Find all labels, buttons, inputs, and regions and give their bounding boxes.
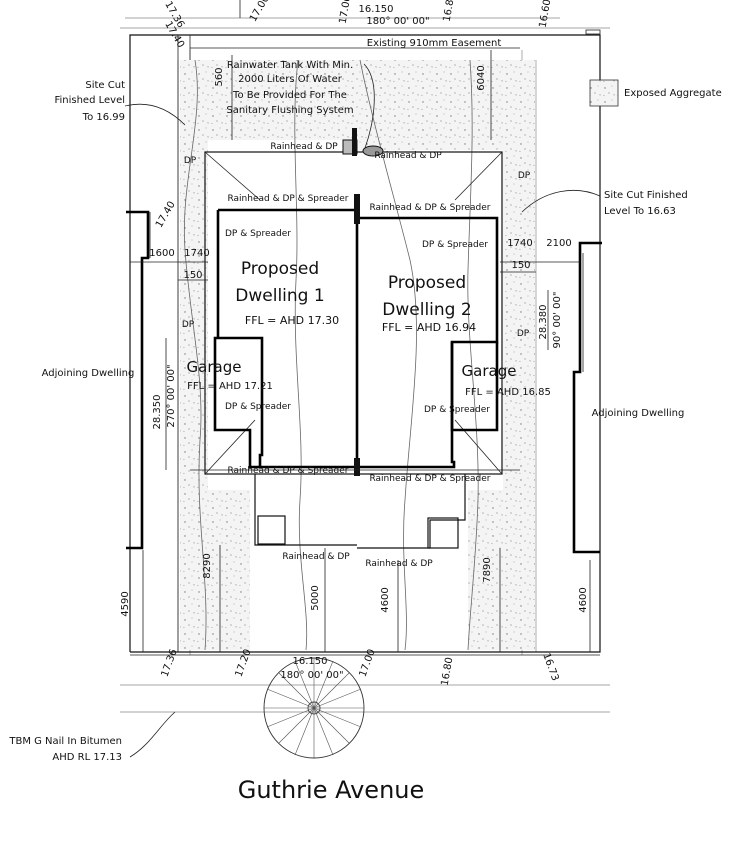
svg-text:16.60: 16.60 [538, 0, 554, 29]
svg-text:To 16.99: To 16.99 [82, 112, 125, 123]
dwelling-1-label-line2: Dwelling 1 [235, 286, 324, 306]
svg-text:To Be Provided For The: To Be Provided For The [232, 90, 347, 101]
svg-text:1600: 1600 [149, 248, 174, 259]
svg-text:17.00: 17.00 [338, 0, 354, 25]
adjoining-dwelling-left-outline [126, 210, 151, 550]
garage-2-ffl: FFL = AHD 16.85 [465, 387, 551, 398]
svg-text:DP: DP [518, 171, 531, 181]
svg-text:Rainhead & DP & Spreader: Rainhead & DP & Spreader [369, 474, 490, 484]
dwelling-2-walls [357, 216, 499, 469]
top-boundary-bearing: 180° 00' 00" [366, 16, 429, 27]
garage-2-label: Garage [462, 362, 517, 380]
svg-text:Rainhead & DP: Rainhead & DP [374, 151, 442, 161]
bottom-boundary-length: 16.150 [293, 656, 328, 667]
svg-text:Level To 16.63: Level To 16.63 [604, 206, 676, 217]
svg-text:1740: 1740 [184, 248, 209, 259]
svg-text:5000: 5000 [310, 585, 321, 610]
svg-text:17.40: 17.40 [154, 200, 178, 230]
svg-text:Rainhead & DP & Spreader: Rainhead & DP & Spreader [227, 194, 348, 204]
drainage-labels: Rainhead & DP Rainhead & DP Rainhead & D… [182, 142, 531, 569]
adjoining-dwelling-right-label: Adjoining Dwelling [592, 408, 685, 419]
svg-text:DP: DP [182, 320, 195, 330]
svg-text:17.36: 17.36 [160, 648, 180, 679]
street-name-title: Guthrie Avenue [238, 776, 425, 804]
svg-text:Rainwater Tank With Min.: Rainwater Tank With Min. [227, 60, 353, 71]
svg-text:16.80: 16.80 [440, 657, 456, 687]
svg-text:16.80: 16.80 [442, 0, 458, 23]
rainwater-tanks [342, 128, 384, 157]
legend-swatch [589, 79, 619, 107]
svg-text:150: 150 [511, 260, 530, 271]
svg-text:Rainhead & DP & Spreader: Rainhead & DP & Spreader [369, 203, 490, 213]
svg-text:16.73: 16.73 [540, 652, 560, 683]
svg-text:1740: 1740 [507, 238, 532, 249]
easement-label: Existing 910mm Easement [367, 38, 502, 49]
legend-label: Exposed Aggregate [624, 88, 722, 99]
svg-text:Rainhead & DP: Rainhead & DP [282, 552, 350, 562]
dwelling-2-label-line2: Dwelling 2 [382, 300, 471, 320]
street-tree-icon [263, 657, 365, 759]
svg-text:2000 Liters Of Water: 2000 Liters Of Water [238, 74, 343, 85]
svg-text:7890: 7890 [482, 557, 493, 582]
svg-text:17.00: 17.00 [248, 0, 272, 24]
svg-text:DP & Spreader: DP & Spreader [424, 405, 490, 415]
svg-text:AHD RL 17.13: AHD RL 17.13 [52, 752, 122, 763]
party-wall [354, 194, 360, 476]
dimension-values: 560 6040 1600 1740 150 1740 2100 150 829… [120, 65, 589, 616]
svg-text:2100: 2100 [546, 238, 571, 249]
svg-text:17.20: 17.20 [234, 648, 254, 679]
adjoining-dwelling-left-label: Adjoining Dwelling [42, 368, 135, 379]
svg-text:4600: 4600 [380, 587, 391, 612]
svg-text:Site Cut: Site Cut [85, 80, 125, 91]
dwelling-1-walls [213, 208, 359, 469]
svg-text:DP & Spreader: DP & Spreader [225, 402, 291, 412]
site-cut-left-note: Site Cut Finished Level To 16.99 [54, 80, 125, 123]
left-boundary-length: 28.350 [152, 395, 163, 430]
right-boundary-length: 28.380 [538, 305, 549, 340]
right-boundary-bearing: 90° 00' 00" [552, 292, 563, 349]
bottom-boundary-bearing: 180° 00' 00" [280, 670, 343, 681]
garage-1-ffl: FFL = AHD 17.21 [187, 381, 273, 392]
dwelling-2-label-line1: Proposed [388, 273, 466, 293]
svg-text:Rainhead & DP: Rainhead & DP [270, 142, 338, 152]
svg-text:6040: 6040 [476, 65, 487, 90]
svg-text:DP & Spreader: DP & Spreader [422, 240, 488, 250]
adjoining-dwelling-right-outline [572, 241, 602, 554]
svg-text:Site Cut Finished: Site Cut Finished [604, 190, 688, 201]
rainwater-note: Rainwater Tank With Min. 2000 Liters Of … [226, 60, 353, 116]
svg-text:Finished Level: Finished Level [54, 95, 125, 106]
contour-lines [183, 59, 479, 651]
dimension-lines [130, 50, 591, 652]
svg-text:TBM G Nail In Bitumen: TBM G Nail In Bitumen [8, 736, 122, 747]
driveway-lines [190, 469, 520, 549]
dwelling-1-label-line1: Proposed [241, 259, 319, 279]
svg-text:DP: DP [517, 329, 530, 339]
dwelling-1-ffl: FFL = AHD 17.30 [245, 314, 339, 327]
svg-text:8290: 8290 [202, 553, 213, 578]
svg-text:4590: 4590 [120, 591, 131, 616]
svg-text:DP & Spreader: DP & Spreader [225, 229, 291, 239]
svg-text:560: 560 [214, 67, 225, 86]
svg-text:DP: DP [184, 156, 197, 166]
svg-text:Rainhead & DP & Spreader: Rainhead & DP & Spreader [227, 466, 348, 476]
spot-levels: 17.36 17.40 17.00 17.00 16.80 16.60 17.4… [154, 0, 561, 687]
dwelling-2-ffl: FFL = AHD 16.94 [382, 321, 476, 334]
garage-1-label: Garage [187, 358, 242, 376]
tbm-note: TBM G Nail In Bitumen AHD RL 17.13 [8, 736, 122, 763]
svg-text:150: 150 [183, 270, 202, 281]
svg-text:Sanitary Flushing System: Sanitary Flushing System [226, 105, 353, 116]
site-cut-right-note: Site Cut Finished Level To 16.63 [604, 190, 688, 217]
left-boundary-bearing: 270° 00' 00" [166, 364, 177, 427]
svg-text:4600: 4600 [578, 587, 589, 612]
leader-lines [124, 63, 601, 758]
top-boundary-length: 16.150 [359, 4, 394, 15]
svg-text:17.00: 17.00 [358, 648, 378, 679]
lot-boundary [129, 29, 601, 656]
svg-text:Rainhead & DP: Rainhead & DP [365, 559, 433, 569]
